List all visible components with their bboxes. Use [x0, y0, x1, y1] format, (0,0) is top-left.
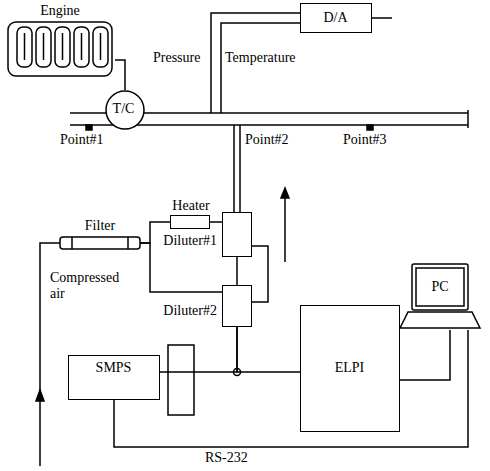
air-label: Compressed air — [50, 270, 130, 302]
node-label: Diluter#1 — [163, 233, 217, 248]
connector-line — [237, 327, 300, 372]
point-label: Point#1 — [60, 132, 104, 148]
node-label: Diluter#2 — [163, 303, 217, 318]
pc-outline — [400, 262, 480, 330]
connector-line — [236, 257, 238, 285]
signal-label: Temperature — [225, 50, 296, 66]
diluter-box: Diluter#1 — [222, 212, 252, 257]
elpi-box: ELPI — [300, 305, 400, 432]
connector-line — [210, 221, 222, 223]
diluter-box: Diluter#2 — [222, 285, 252, 327]
pc-laptop: PC — [400, 262, 480, 330]
node-label: Filter — [85, 218, 115, 233]
point-label: Point#3 — [343, 132, 387, 148]
node-label: D/A — [323, 10, 347, 25]
point-label: Point#2 — [245, 132, 289, 148]
smps-box: SMPS — [68, 355, 160, 400]
edge-label: RS-232 — [205, 450, 248, 466]
connector-line — [114, 330, 468, 447]
node-label: Engine — [40, 3, 80, 18]
connector-line — [400, 330, 450, 380]
connector-line — [160, 327, 237, 372]
connector-line — [140, 243, 222, 292]
node-label: Heater — [172, 198, 209, 213]
da-converter-box: D/A — [300, 3, 372, 33]
node-label: ELPI — [335, 360, 365, 375]
heater-box: Heater — [170, 215, 210, 229]
node-label: PC — [431, 279, 448, 294]
node-label: T/C — [113, 101, 135, 116]
engine-block: Engine — [5, 0, 115, 80]
node-label: SMPS — [96, 360, 132, 375]
filter-outline — [60, 236, 140, 250]
connector-line — [115, 60, 125, 90]
filter-cylinder: Filter — [60, 236, 140, 250]
signal-label: Pressure — [153, 50, 200, 66]
turbocharger-circle: T/C — [105, 90, 145, 130]
